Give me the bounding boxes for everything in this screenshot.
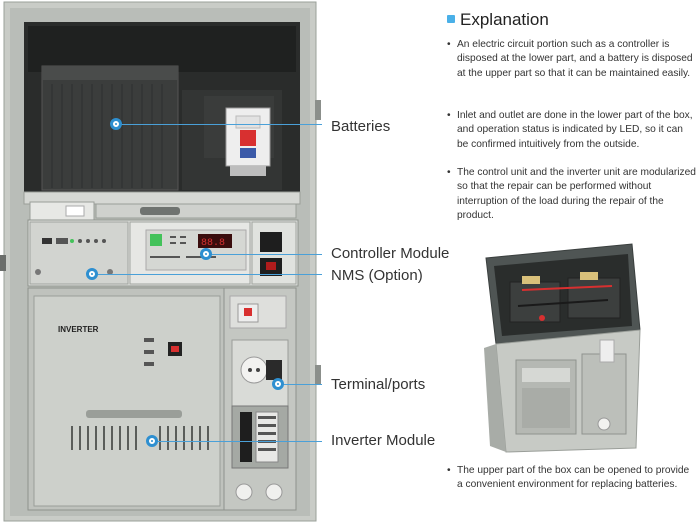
hinge	[0, 255, 6, 271]
title-bullet-icon	[447, 15, 455, 23]
bullet-icon: •	[447, 110, 451, 121]
inverter-marker	[146, 435, 158, 447]
batteries-marker	[110, 118, 122, 130]
terminal-marker	[272, 378, 284, 390]
explanation-item-2: • Inlet and outlet are done in the lower…	[447, 110, 693, 150]
open-box-photo	[482, 240, 642, 454]
photo-caption: • The upper part of the box can be opene…	[447, 465, 690, 491]
battery	[41, 65, 179, 191]
nms-label: NMS (Option)	[331, 267, 423, 284]
explanation-item-3: • The control unit and the inverter unit…	[447, 167, 696, 222]
cabinet-photo: 88.8 INVERTER	[0, 1, 321, 522]
explanation-title: Explanation	[460, 10, 549, 29]
controller-marker	[200, 248, 212, 260]
inverter-module	[33, 295, 221, 507]
explanation-item-1: • An electric circuit portion such as a …	[447, 39, 693, 79]
batteries-label: Batteries	[331, 118, 391, 135]
inverter-panel-label: INVERTER	[58, 325, 99, 334]
inverter-module-label: Inverter Module	[331, 432, 436, 449]
nms-marker	[86, 268, 98, 280]
terminal-ports-label: Terminal/ports	[331, 376, 426, 393]
bullet-icon: •	[447, 167, 451, 178]
bullet-icon: •	[447, 465, 451, 476]
bullet-icon: •	[447, 39, 451, 50]
controller-module-label: Controller Module	[331, 245, 450, 262]
svg-text:88.8: 88.8	[201, 238, 225, 249]
